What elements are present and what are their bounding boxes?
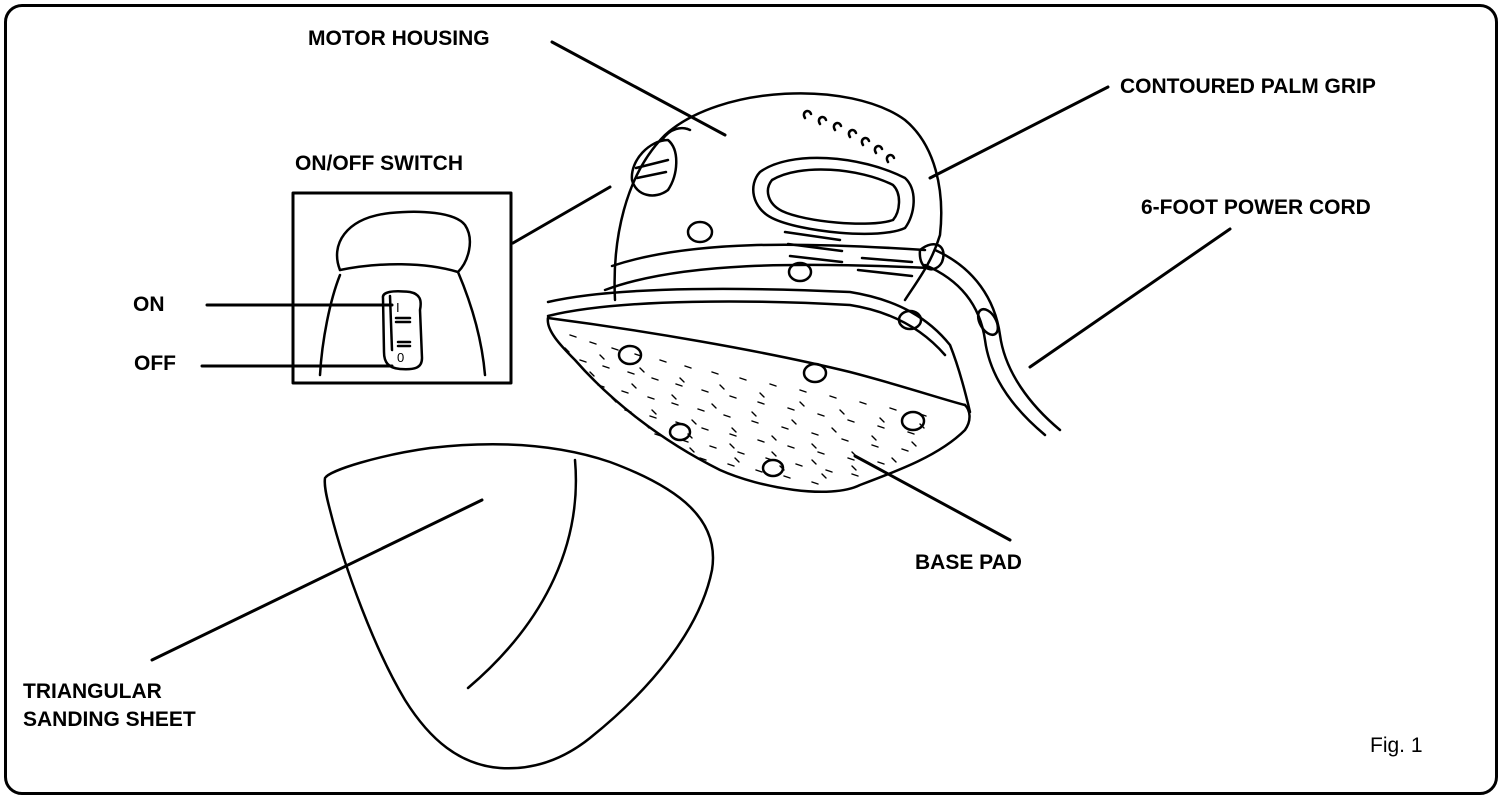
sanding-sheet: [323, 443, 715, 770]
switch-off-mark: 0: [397, 350, 404, 365]
label-power-cord: 6-FOOT POWER CORD: [1141, 196, 1371, 219]
power-cord: [933, 248, 1062, 432]
base-pad: [546, 316, 971, 494]
leader-sanding-sheet: [150, 498, 484, 662]
figure-frame: [4, 4, 1498, 795]
label-sanding-sheet-line2: SANDING SHEET: [23, 708, 196, 731]
label-motor-housing: MOTOR HOUSING: [308, 27, 490, 50]
leader-base-pad: [853, 454, 1012, 542]
leader-switch: [511, 185, 612, 245]
label-contoured-palm-grip: CONTOURED PALM GRIP: [1120, 75, 1376, 98]
motor-housing: [613, 92, 943, 302]
detail-sander-body: [546, 92, 1062, 494]
vent-slots: [802, 109, 896, 164]
label-off: OFF: [134, 352, 176, 375]
label-on-off-switch: ON/OFF SWITCH: [295, 152, 463, 175]
leader-lines: [150, 40, 1232, 662]
base-pad-texture: [564, 334, 927, 485]
palm-grip: [752, 156, 915, 236]
leader-palm-grip: [928, 85, 1110, 180]
switch-on-mark: I: [396, 300, 400, 315]
label-sanding-sheet-line1: TRIANGULAR: [23, 680, 162, 703]
leader-motor-housing: [550, 40, 727, 137]
label-base-pad: BASE PAD: [915, 551, 1022, 574]
label-on: ON: [133, 293, 165, 316]
figure-number: Fig. 1: [1370, 734, 1423, 757]
leader-power-cord: [1028, 227, 1232, 369]
base-pad-holes: [617, 344, 926, 478]
